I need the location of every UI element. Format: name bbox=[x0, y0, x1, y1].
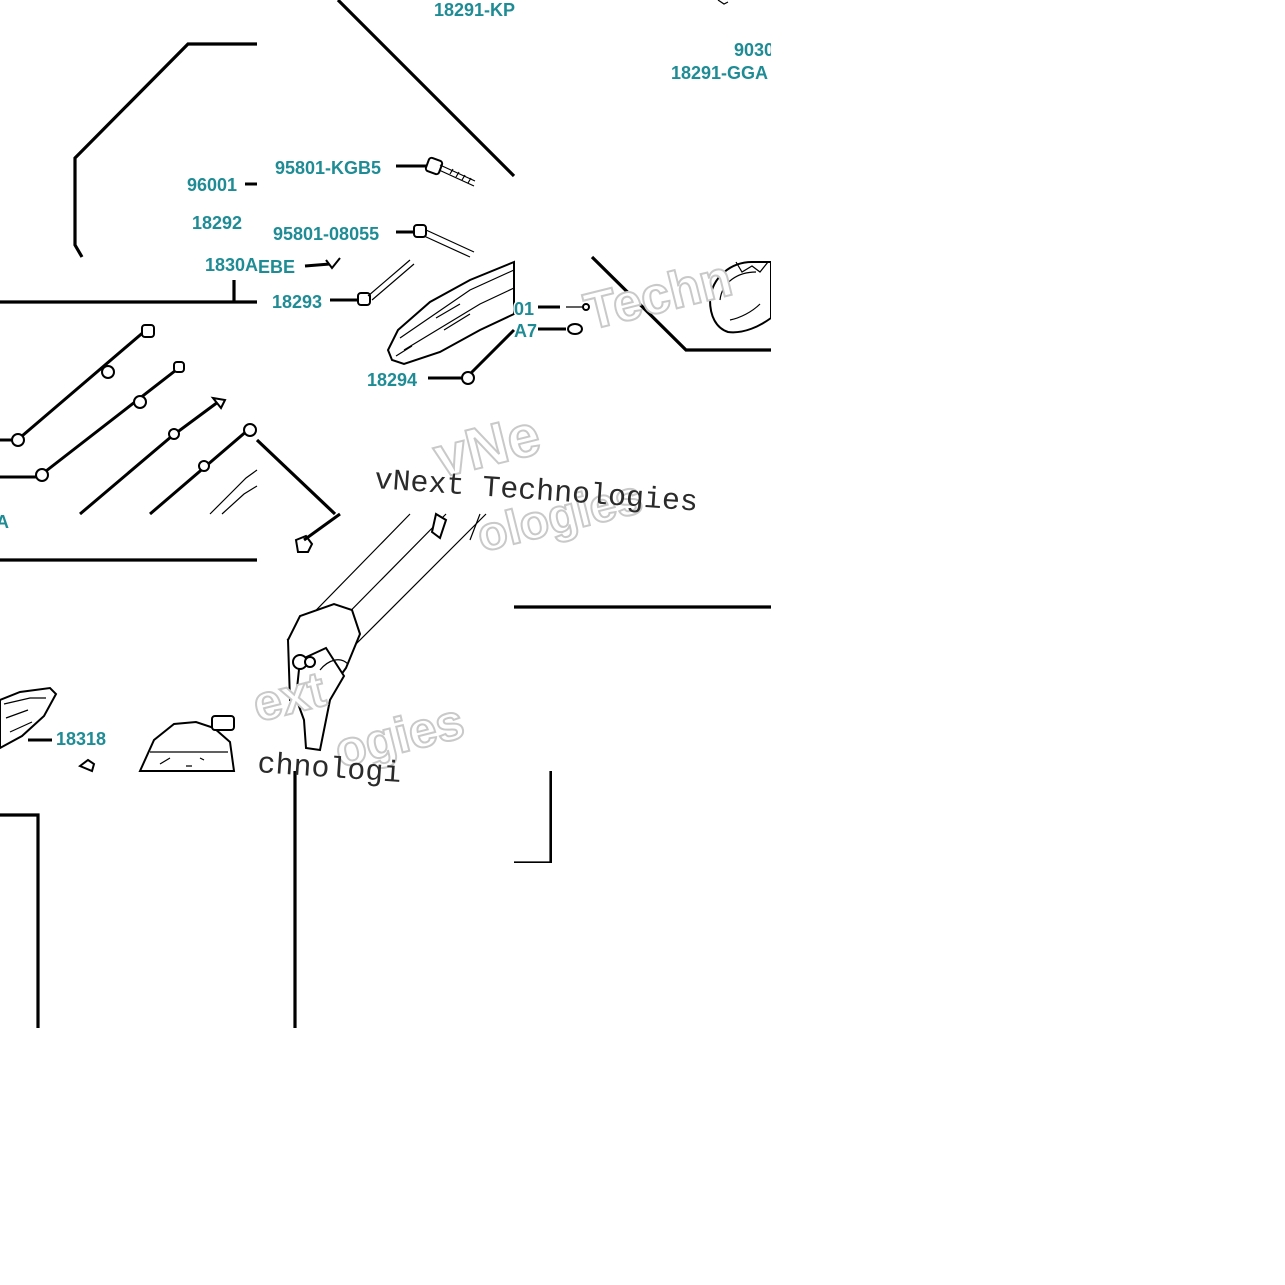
part-label-ebe: EBE bbox=[258, 257, 295, 277]
frame-line bbox=[0, 813, 40, 1028]
frame-line bbox=[514, 771, 553, 865]
bracket-icon bbox=[209, 469, 258, 515]
part-label-18292: 18292 bbox=[192, 213, 242, 233]
stud-bolt-icon bbox=[79, 396, 227, 516]
clip-icon bbox=[325, 257, 341, 270]
part-label-18318: 18318 bbox=[56, 729, 106, 749]
line-segment bbox=[469, 513, 481, 541]
long-bolt-icon bbox=[413, 224, 475, 258]
part-label-01: 01 bbox=[514, 299, 534, 319]
assembly-outline-1 bbox=[73, 42, 257, 258]
tile-center bbox=[255, 257, 516, 516]
tile-middle-left bbox=[0, 280, 258, 516]
tile-top-left bbox=[73, 42, 257, 258]
tile-lower-center bbox=[286, 512, 487, 752]
part-label-18291-kp: 18291-KP bbox=[434, 0, 515, 20]
bolt-icon bbox=[424, 156, 476, 187]
part-label-18294: 18294 bbox=[367, 370, 417, 390]
bolt-end-icon bbox=[717, 0, 729, 5]
part-label-1830a: 1830A bbox=[205, 255, 258, 275]
bolt-icon bbox=[357, 259, 415, 306]
nut-icon bbox=[78, 758, 96, 773]
assembly-outline-4 bbox=[590, 255, 771, 352]
stud-bolt-icon bbox=[149, 423, 257, 516]
muffler-tail-icon bbox=[386, 260, 515, 366]
assembly-outline-3 bbox=[255, 438, 337, 516]
tile-top-middle bbox=[336, 0, 516, 258]
bolt-shaft-icon bbox=[303, 512, 341, 542]
catalytic-body-icon bbox=[138, 715, 236, 772]
part-label-a: A bbox=[0, 512, 9, 532]
part-labels: 18291-KP 9030 18291-GGA 95801-KGB5 96001… bbox=[0, 0, 776, 751]
part-label-18293: 18293 bbox=[272, 292, 322, 312]
part-label-96001: 96001 bbox=[187, 175, 237, 195]
part-label-18291-gga: 18291-GGA bbox=[671, 63, 768, 83]
tile-lower-left bbox=[0, 558, 257, 773]
nut-icon bbox=[461, 371, 475, 385]
heat-shield-icon bbox=[0, 686, 58, 750]
nut-icon bbox=[294, 534, 314, 553]
part-label-9030: 9030 bbox=[734, 40, 774, 60]
assembly-outline-2 bbox=[336, 0, 516, 178]
pipe-elbow-icon bbox=[708, 261, 772, 334]
tile-bottom bbox=[0, 771, 553, 1028]
muffler-body-icon bbox=[286, 512, 487, 752]
part-label-95801-kgb5: 95801-KGB5 bbox=[275, 158, 381, 178]
tile-top-right bbox=[717, 0, 729, 5]
watermark-tech: Techn bbox=[579, 249, 738, 341]
stud-bolt-icon bbox=[0, 361, 185, 482]
tile-middle-right bbox=[538, 255, 772, 352]
gasket-icon bbox=[567, 323, 583, 335]
leader-ebe bbox=[304, 262, 331, 268]
bolt-shaft-icon bbox=[468, 328, 516, 376]
stud-bolt-icon bbox=[0, 324, 155, 447]
part-label-a7: A7 bbox=[514, 321, 537, 341]
part-label-95801-08055: 95801-08055 bbox=[273, 224, 379, 244]
watermark: Techn vNe ologies ext ogies vNext Techno… bbox=[246, 248, 739, 792]
